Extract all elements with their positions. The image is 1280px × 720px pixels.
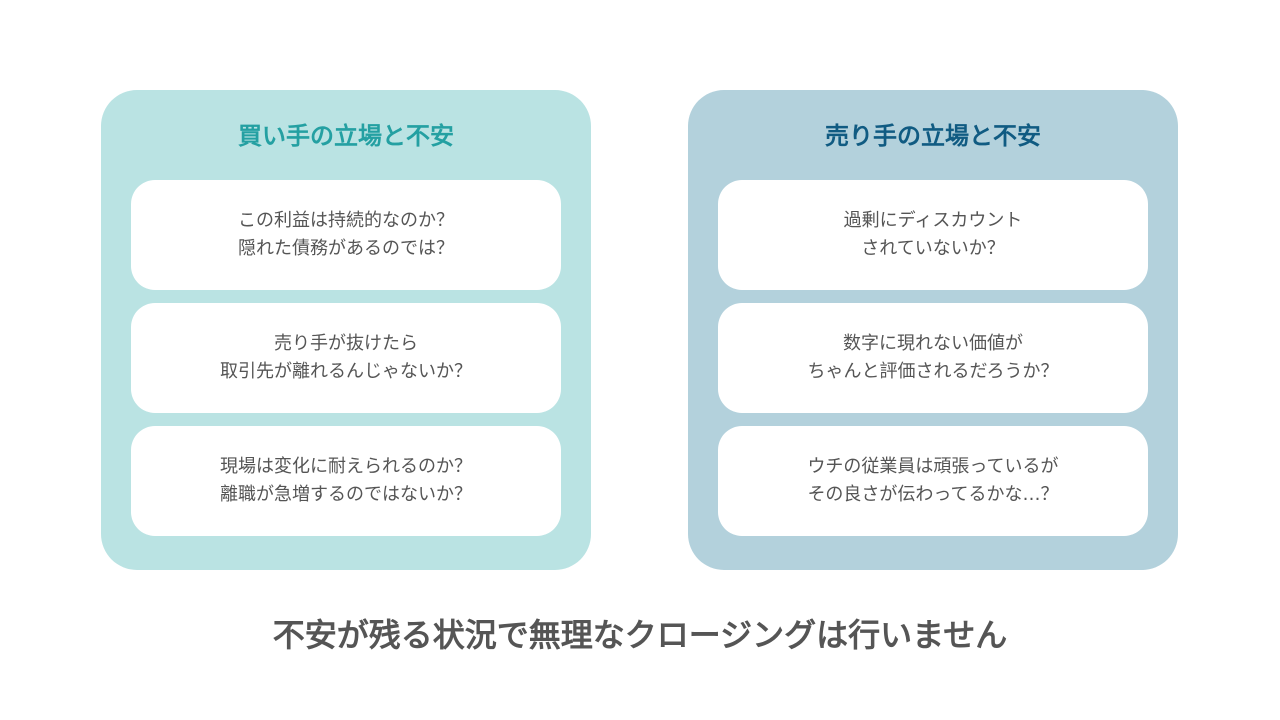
card-line: 隠れた債務があるのでは？ xyxy=(238,238,454,259)
buyer-panel: 買い手の立場と不安 この利益は持続的なのか？ 隠れた債務があるのでは？ 売り手が… xyxy=(101,90,591,570)
card-line: 数字に現れない価値が xyxy=(843,333,1023,354)
seller-concern-card: ウチの従業員は頑張っているが その良さが伝わってるかな…？ xyxy=(718,426,1148,536)
card-line: 取引先が離れるんじゃないか？ xyxy=(220,361,472,382)
card-line: この利益は持続的なのか？ xyxy=(238,210,454,231)
card-line: されていないか？ xyxy=(861,238,1005,259)
buyer-concern-card: この利益は持続的なのか？ 隠れた債務があるのでは？ xyxy=(131,180,561,290)
card-line: ちゃんと評価されるだろうか？ xyxy=(807,361,1059,382)
card-line: 過剰にディスカウント xyxy=(843,210,1023,231)
seller-concern-card: 数字に現れない価値が ちゃんと評価されるだろうか？ xyxy=(718,303,1148,413)
buyer-panel-title: 買い手の立場と不安 xyxy=(238,122,454,150)
card-line: 現場は変化に耐えられるのか？ xyxy=(220,456,472,477)
card-line: 離職が急増するのではないか？ xyxy=(220,484,472,505)
footer-message: 不安が残る状況で無理なクロージングは行いません xyxy=(272,616,1008,654)
buyer-concern-card: 現場は変化に耐えられるのか？ 離職が急増するのではないか？ xyxy=(131,426,561,536)
seller-panel: 売り手の立場と不安 過剰にディスカウント されていないか？ 数字に現れない価値が… xyxy=(688,90,1178,570)
card-line: ウチの従業員は頑張っているが xyxy=(807,456,1059,477)
seller-panel-title: 売り手の立場と不安 xyxy=(825,122,1041,150)
card-line: その良さが伝わってるかな…？ xyxy=(807,484,1059,505)
seller-concern-card: 過剰にディスカウント されていないか？ xyxy=(718,180,1148,290)
card-line: 売り手が抜けたら xyxy=(274,333,418,354)
buyer-concern-card: 売り手が抜けたら 取引先が離れるんじゃないか？ xyxy=(131,303,561,413)
